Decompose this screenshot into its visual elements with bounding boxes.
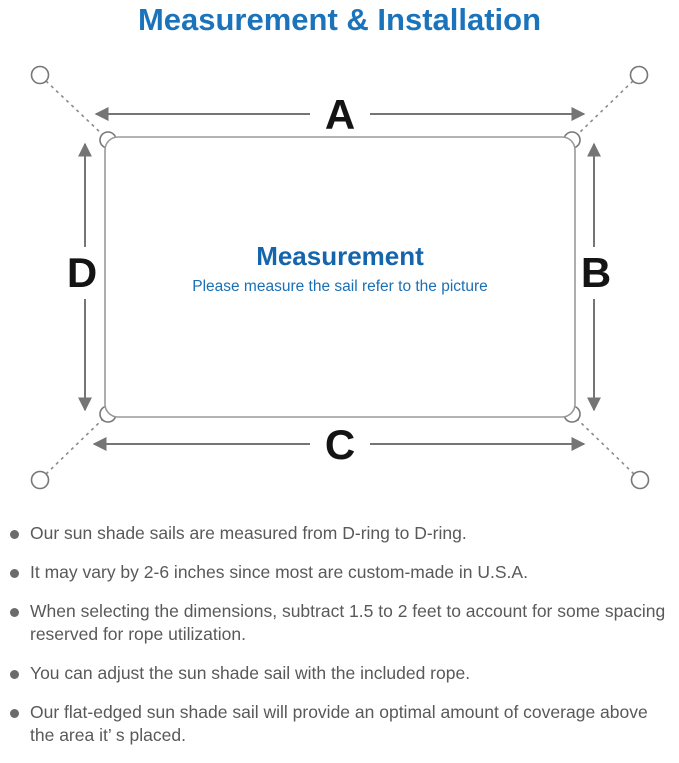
dim-label-d: D	[67, 249, 97, 296]
note-text: Our sun shade sails are measured from D-…	[30, 523, 467, 543]
list-item: Our flat-edged sun shade sail will provi…	[10, 701, 672, 747]
anchor-ring-bottom-left-icon	[30, 470, 50, 490]
notes-list: Our sun shade sails are measured from D-…	[10, 522, 672, 763]
list-item: You can adjust the sun shade sail with t…	[10, 662, 672, 685]
dim-label-a: A	[325, 91, 355, 138]
anchor-rope-lines	[45, 80, 635, 475]
diagram-center-title: Measurement	[256, 241, 424, 271]
rope-top-right	[576, 80, 634, 136]
dim-label-b: B	[581, 249, 611, 296]
note-text: You can adjust the sun shade sail with t…	[30, 663, 471, 683]
bullet-icon	[10, 708, 19, 718]
note-text: When selecting the dimensions, subtract …	[30, 601, 666, 644]
list-item: It may vary by 2-6 inches since most are…	[10, 561, 672, 584]
diagram-center-subtitle: Please measure the sail refer to the pic…	[192, 278, 488, 295]
page-title: Measurement & Installation	[137, 2, 542, 37]
note-text: It may vary by 2-6 inches since most are…	[30, 562, 528, 582]
measurement-diagram: A B C D Measurement Please measure the s…	[0, 52, 679, 514]
dimension-arrows	[78, 107, 601, 451]
bullet-icon	[10, 607, 19, 617]
sail-diagram-svg: A B C D Measurement Please measure the s…	[30, 65, 650, 490]
rope-bottom-left	[45, 418, 104, 475]
list-item: Our sun shade sails are measured from D-…	[10, 522, 672, 545]
rope-top-left	[45, 80, 104, 136]
sail-outline	[104, 136, 576, 418]
bullet-icon	[10, 529, 19, 539]
bullet-icon	[10, 568, 19, 578]
anchor-ring-top-left-icon	[30, 65, 50, 85]
dim-label-c: C	[325, 421, 355, 468]
anchor-rings	[30, 65, 650, 490]
anchor-ring-top-right-icon	[629, 65, 649, 85]
bullet-icon	[10, 669, 19, 679]
anchor-ring-bottom-right-icon	[630, 470, 650, 490]
rope-bottom-right	[576, 418, 635, 475]
list-item: When selecting the dimensions, subtract …	[10, 600, 672, 646]
